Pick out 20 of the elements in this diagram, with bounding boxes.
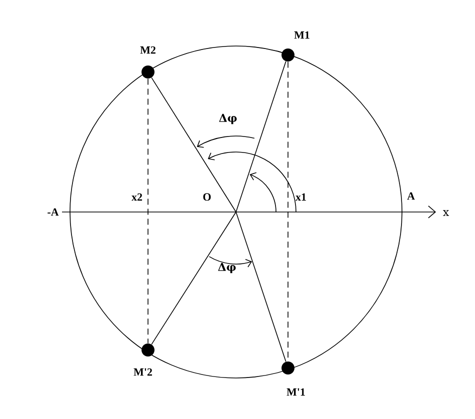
axis-label: -A (48, 208, 59, 216)
axis-label: Δφ (218, 262, 236, 274)
point-dot (142, 66, 154, 78)
point-label: M1 (294, 31, 310, 39)
point-label: M'1 (286, 388, 305, 396)
axis-label: x2 (132, 193, 142, 201)
axis-label: Δφ (219, 114, 237, 124)
axis-label: x (443, 210, 449, 216)
point-label: M2 (140, 46, 156, 54)
axis-label: x1 (296, 193, 306, 201)
point-dot (142, 343, 154, 356)
point-dot (282, 48, 294, 62)
radius-line (151, 212, 236, 345)
radius-line (236, 212, 286, 362)
point-dot (282, 361, 294, 374)
radius-line (236, 60, 286, 212)
radius-line (151, 77, 236, 212)
axis-label: A (407, 192, 415, 200)
point-label: O (203, 193, 211, 201)
point-label: M'2 (134, 368, 152, 376)
